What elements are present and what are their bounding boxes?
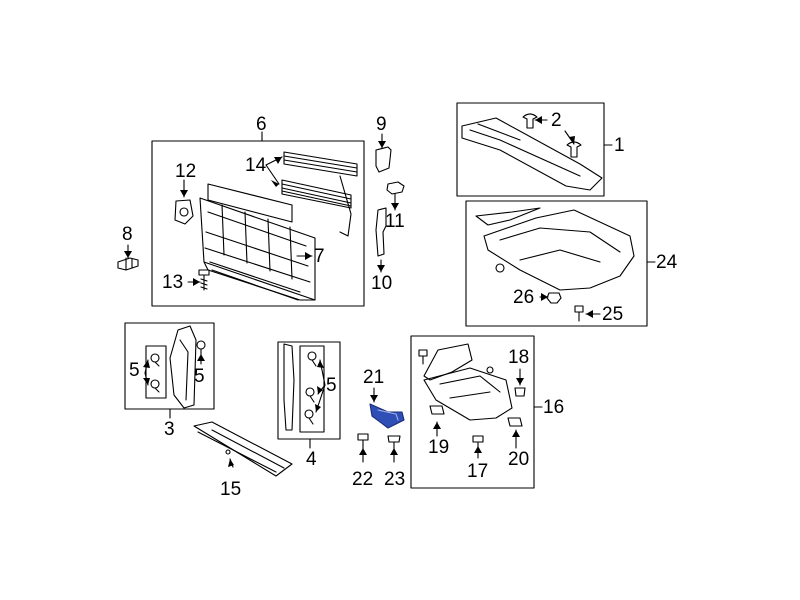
part-11-bolt [386,181,405,202]
callout-22: 22 [352,469,374,490]
callout-16: 16 [543,397,565,418]
group-box-6 [151,140,365,307]
callout-17: 17 [467,461,489,482]
part-13-screw [198,269,210,291]
callout-25: 25 [602,304,624,325]
callout-19: 19 [428,437,450,458]
part-4-panel [283,343,295,431]
part-1-deflector [461,117,603,191]
group-box-24 [465,200,648,327]
callout-10: 10 [371,273,393,294]
part-16-shield [423,343,513,421]
part-21-bracket-highlighted [369,403,405,429]
callout-20: 20 [508,449,530,470]
part-10-bracket [375,207,387,257]
callout-7: 7 [314,246,325,267]
callout-3: 3 [164,419,175,440]
part-8-bolt [117,257,139,271]
callout-5b: 5 [194,366,205,387]
part-25-screw [574,305,584,322]
callout-6: 6 [256,114,267,135]
part-5-screws-b [304,351,317,425]
callout-15: 15 [220,479,242,500]
callout-8: 8 [122,224,133,245]
part-12-actuator [174,199,194,225]
part-2-pins [522,113,582,158]
part-16-fasteners [418,349,526,447]
part-5-box-b [299,345,325,433]
callout-11: 11 [385,211,405,232]
callout-2: 2 [551,110,562,131]
part-26-nut [546,292,562,304]
callout-9: 9 [376,114,387,135]
part-5-box-a [145,345,167,399]
group-box-1 [456,102,605,197]
callout-1: 1 [614,135,625,156]
part-15-shield [193,421,293,477]
part-6-frame [199,183,316,301]
callout-4: 4 [306,449,317,470]
callout-18: 18 [508,347,530,368]
arrowheads [124,116,593,467]
part-5-screws-a [150,340,206,393]
group-box-4 [277,341,341,440]
callout-14: 14 [245,155,267,176]
group-box-16 [410,335,535,489]
callout-5a: 5 [129,360,140,381]
part-9-clip [375,146,392,173]
callout-24: 24 [656,252,678,273]
callout-26: 26 [513,287,535,308]
part-3-panel [169,325,197,409]
part-22-stud [357,433,369,449]
callout-5c: 5 [326,375,337,396]
part-14-shutter [281,151,358,237]
callout-23: 23 [384,469,406,490]
part-24-shield [475,207,635,291]
callout-13: 13 [162,272,184,293]
part-23-stud [387,435,401,449]
callout-21: 21 [363,367,385,388]
callout-12: 12 [175,161,197,182]
